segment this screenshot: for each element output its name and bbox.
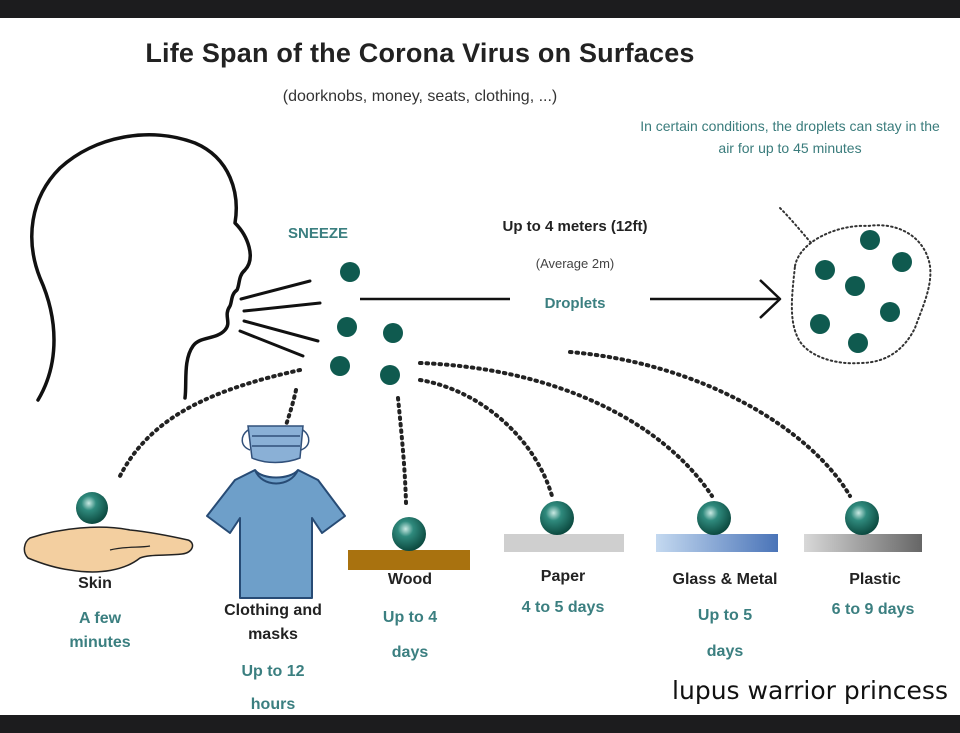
average-label: (Average 2m): [535, 256, 615, 271]
subtitle: (doorknobs, money, seats, clothing, ...): [282, 88, 558, 105]
surface-duration-clothing: Up to 12 hours: [241, 663, 305, 713]
surface-duration-plastic: 6 to 9 days: [831, 601, 915, 618]
paper-surface: [504, 534, 624, 552]
skin-virus-sphere: [76, 492, 108, 524]
arrow-right-icon: [759, 279, 782, 319]
cloud-pointer: [779, 207, 813, 245]
surface-name-plastic: Plastic: [849, 571, 901, 588]
plastic-surface: [804, 534, 922, 552]
surface-name-clothing: Clothing and masks: [224, 602, 322, 643]
droplet-icon: [330, 262, 403, 385]
droplets-label: Droplets: [544, 295, 606, 312]
illustration: [23, 133, 932, 599]
distance-label: Up to 4 meters (12ft): [502, 218, 648, 235]
surface-duration-glass-metal: Up to 5 days: [697, 607, 753, 660]
droplet-trajectories: [116, 350, 852, 505]
surface-name-skin: Skin: [78, 575, 112, 592]
surface-name-wood: Wood: [387, 571, 433, 588]
watermark: lupus warrior princess: [672, 676, 948, 705]
head-profile-icon: [30, 133, 252, 402]
paper-virus-sphere: [540, 501, 574, 535]
page-title: Life Span of the Corona Virus on Surface…: [145, 38, 695, 68]
surface-duration-paper: 4 to 5 days: [521, 599, 605, 616]
hand-icon: [23, 526, 194, 573]
air-note: In certain conditions, the droplets can …: [640, 118, 940, 156]
wood-virus-sphere: [392, 517, 426, 551]
droplet-cloud: [790, 224, 932, 365]
surface-duration-skin: A few minutes: [69, 610, 131, 651]
surface-name-glass-metal: Glass & Metal: [672, 571, 778, 588]
surface-name-paper: Paper: [540, 568, 586, 585]
airborne-droplets: [810, 230, 912, 353]
infographic: Life Span of the Corona Virus on Surface…: [0, 18, 960, 715]
plastic-virus-sphere: [845, 501, 879, 535]
glass-metal-surface: [656, 534, 778, 552]
surface-duration-wood: Up to 4 days: [382, 609, 438, 661]
sneeze-lines: [238, 279, 322, 358]
wood-surface: [348, 550, 470, 570]
mask-icon: [241, 425, 310, 464]
glass-virus-sphere: [697, 501, 731, 535]
sneeze-label: SNEEZE: [287, 225, 348, 242]
shirt-icon: [206, 469, 346, 599]
